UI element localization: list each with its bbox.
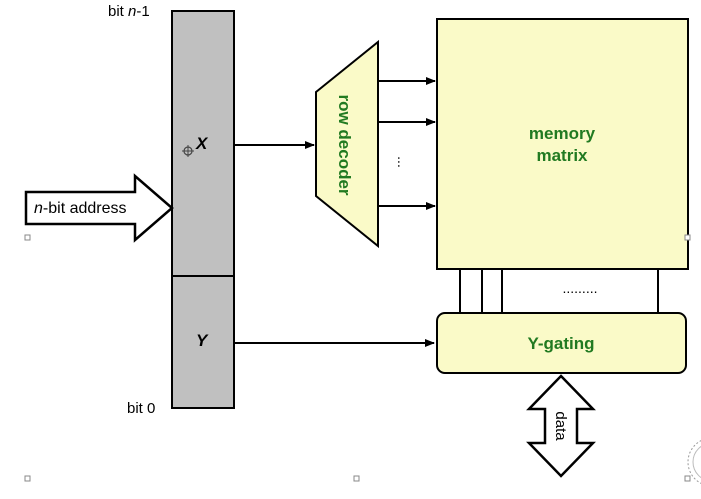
y-field-box — [171, 275, 235, 409]
x-field-box — [171, 10, 235, 277]
selection-handles — [24, 234, 691, 482]
decoder-outputs-ellipsis: ... — [395, 156, 411, 168]
y-field-label: Y — [196, 331, 209, 350]
y-gating-label: Y-gating — [527, 334, 594, 353]
column-lines — [459, 269, 659, 313]
column-lines-ellipsis: ......... — [562, 280, 597, 296]
data-bidirectional-arrow — [526, 374, 596, 478]
x-field-label: X — [195, 134, 209, 153]
memory-matrix-label-line1: memory — [529, 124, 596, 143]
memory-matrix-label-line2: matrix — [536, 146, 588, 165]
data-label: data — [552, 411, 569, 441]
bit-high-label: bit n-1 — [108, 3, 150, 20]
row-decoder-block — [315, 39, 379, 249]
row-decoder-label: row decoder — [335, 94, 354, 195]
address-input-arrow — [24, 173, 174, 243]
address-arrow-label: n-bit address — [34, 200, 127, 217]
bit-low-label: bit 0 — [127, 400, 155, 417]
y-gating-block — [436, 312, 687, 374]
seal-watermark — [687, 440, 701, 484]
memory-matrix-block — [436, 18, 689, 270]
move-cursor-icon — [182, 145, 194, 157]
